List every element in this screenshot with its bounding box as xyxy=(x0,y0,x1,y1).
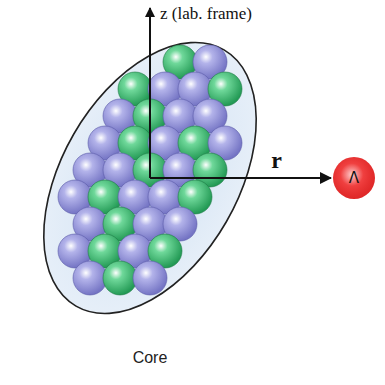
core-label: Core xyxy=(44,349,256,367)
z-axis xyxy=(149,8,151,178)
position-vector xyxy=(150,177,331,179)
nucleon-sphere xyxy=(103,261,137,295)
axis-label: z (lab. frame) xyxy=(160,4,252,24)
nucleon-sphere xyxy=(73,261,107,295)
particle-label: Λ xyxy=(349,169,359,187)
core-region: Core xyxy=(44,43,256,313)
lambda-particle: Λ xyxy=(332,156,376,200)
vector-label: r xyxy=(271,147,282,174)
nucleon-sphere xyxy=(133,261,167,295)
